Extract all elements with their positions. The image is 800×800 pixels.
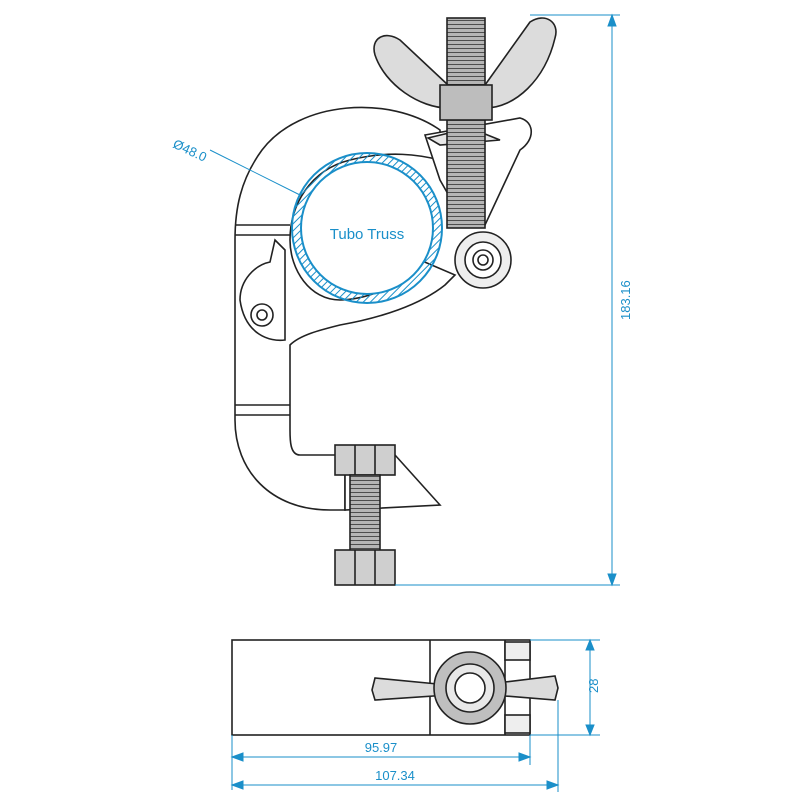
inner-width-dimension bbox=[230, 735, 532, 790]
wing-nut-left bbox=[373, 34, 449, 109]
height-dimension bbox=[395, 13, 620, 587]
inner-width-label: 95.97 bbox=[365, 740, 398, 755]
side-width-label: 28 bbox=[586, 679, 601, 693]
wing-nut-right bbox=[484, 17, 557, 109]
top-thread bbox=[446, 17, 486, 229]
wing-nut-body bbox=[439, 84, 493, 121]
tube-section-inner bbox=[300, 161, 434, 295]
bottom-nut-bottom bbox=[334, 549, 396, 586]
bottom-nut-top bbox=[334, 444, 396, 476]
side-width-dimension bbox=[530, 638, 600, 737]
diameter-label: Ø48.0 bbox=[171, 136, 209, 165]
total-width-dimension bbox=[230, 700, 560, 792]
diameter-callout bbox=[209, 149, 301, 196]
top-view bbox=[231, 639, 559, 736]
height-label: 183.16 bbox=[618, 280, 633, 320]
total-width-label: 107.34 bbox=[375, 768, 415, 783]
tube-name-label: Tubo Truss bbox=[330, 226, 404, 243]
front-view bbox=[234, 17, 557, 586]
